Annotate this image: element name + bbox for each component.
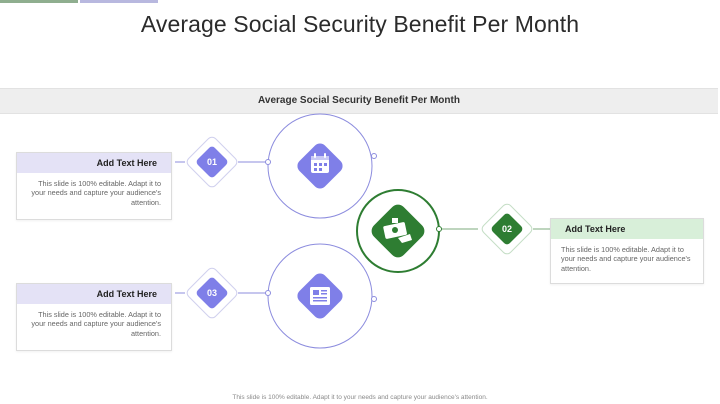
card-03-heading: Add Text Here bbox=[17, 284, 171, 304]
ring-01 bbox=[267, 113, 373, 219]
card-01: Add Text Here This slide is 100% editabl… bbox=[16, 152, 172, 220]
calendar-icon bbox=[311, 153, 329, 173]
diamond-02: 02 bbox=[481, 203, 533, 255]
document-icon bbox=[310, 287, 330, 305]
money-hand-icon bbox=[383, 218, 412, 243]
card-02-body: This slide is 100% editable. Adapt it to… bbox=[561, 245, 691, 273]
card-03-body: This slide is 100% editable. Adapt it to… bbox=[31, 310, 161, 338]
number-03: 03 bbox=[207, 288, 217, 298]
icon-badge-03 bbox=[297, 273, 343, 319]
card-02: Add Text Here This slide is 100% editabl… bbox=[550, 218, 704, 284]
icon-badge-01 bbox=[297, 143, 343, 189]
card-01-body: This slide is 100% editable. Adapt it to… bbox=[31, 179, 161, 207]
card-02-heading: Add Text Here bbox=[551, 219, 703, 239]
card-01-heading: Add Text Here bbox=[17, 153, 171, 173]
diamond-01: 01 bbox=[186, 136, 238, 188]
top-tab-purple bbox=[80, 0, 158, 3]
footer-note: This slide is 100% editable. Adapt it to… bbox=[232, 394, 488, 401]
page-title: Average Social Security Benefit Per Mont… bbox=[140, 11, 580, 37]
number-01: 01 bbox=[207, 157, 217, 167]
diamond-03: 03 bbox=[186, 267, 238, 319]
card-03: Add Text Here This slide is 100% editabl… bbox=[16, 283, 172, 351]
top-tab-green bbox=[0, 0, 78, 3]
icon-badge-02 bbox=[371, 204, 425, 258]
section-band: Average Social Security Benefit Per Mont… bbox=[0, 88, 718, 114]
number-02: 02 bbox=[502, 224, 512, 234]
